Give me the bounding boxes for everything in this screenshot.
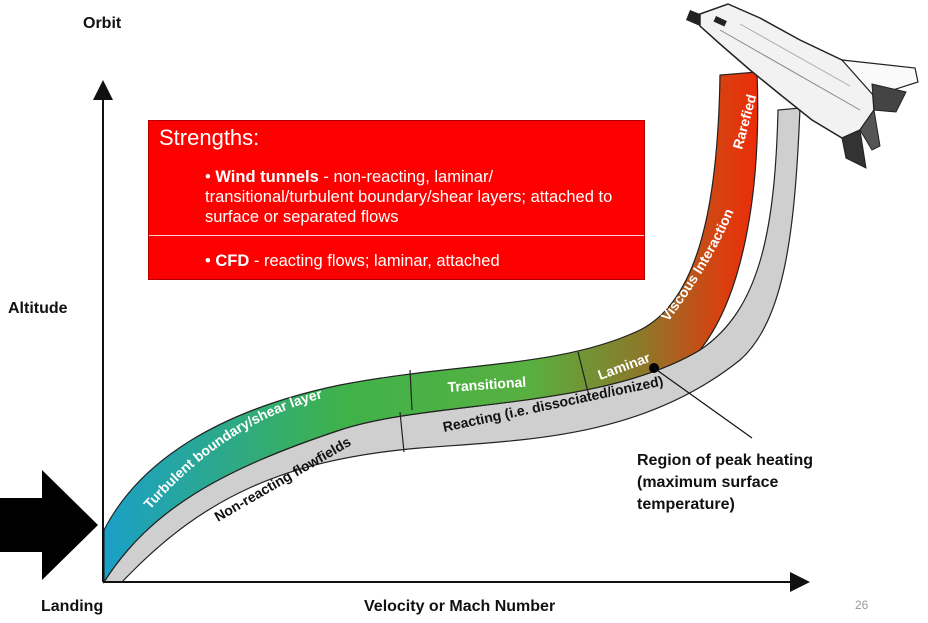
peak-heating-line3: temperature) (637, 496, 735, 513)
strengths-box: Strengths: • Wind tunnels - non-reacting… (148, 120, 645, 280)
orbit-label: Orbit (83, 15, 122, 32)
altitude-label: Altitude (8, 300, 68, 317)
landing-label: Landing (41, 598, 104, 615)
wind-tunnels-text: - non-reacting, laminar/ transitional/tu… (205, 168, 613, 226)
peak-heating-leader (653, 367, 753, 439)
separator-lower (399, 411, 405, 453)
strengths-bullet-cfd: • CFD - reacting flows; laminar, attache… (205, 251, 635, 271)
strengths-bullet-wind-tunnels: • Wind tunnels - non-reacting, laminar/ … (205, 167, 635, 227)
peak-heating-line1: Region of peak heating (637, 452, 814, 469)
separator-trans-laminar (577, 351, 589, 393)
bullet-marker: • (205, 252, 216, 270)
page-number: 26 (855, 598, 869, 612)
bullet-marker: • (205, 168, 216, 186)
wind-tunnels-term: Wind tunnels (215, 168, 319, 186)
peak-heating-note: Region of peak heating (maximum surface … (637, 450, 813, 516)
space-shuttle-image (686, 3, 919, 169)
x-axis-label: Velocity or Mach Number (364, 598, 556, 615)
landing-arrow (0, 470, 98, 580)
strengths-title: Strengths: (159, 125, 260, 150)
transitional-label: Transitional (447, 374, 527, 395)
strengths-divider (149, 235, 644, 236)
cfd-text: - reacting flows; laminar, attached (249, 252, 500, 270)
separator-turb-trans (409, 369, 413, 411)
peak-heating-line2: (maximum surface (637, 474, 779, 491)
cfd-term: CFD (215, 252, 250, 270)
